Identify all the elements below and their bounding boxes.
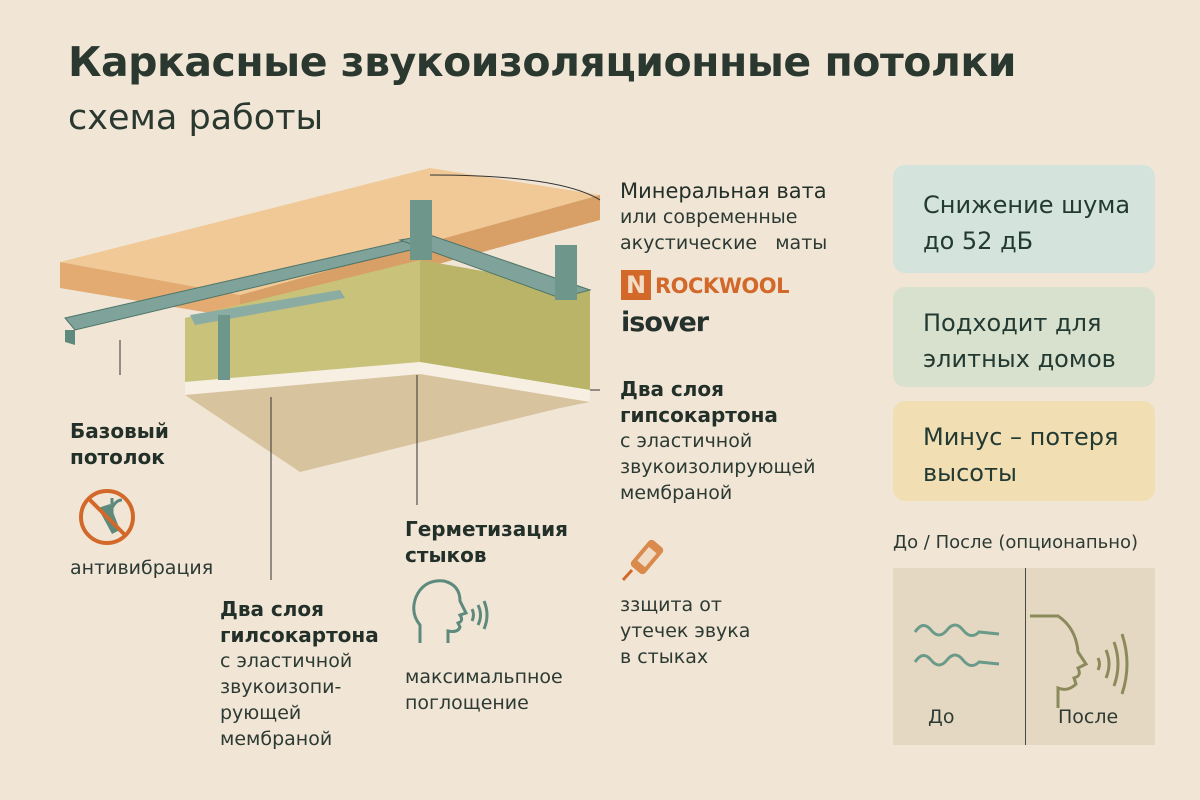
anti-vibration-icon: [79, 489, 135, 545]
card-text: Подходит для: [923, 309, 1102, 337]
caption-line: в стыках: [620, 646, 709, 668]
drywall-text: с эластичной: [220, 650, 353, 672]
drywall-title: гилсокартона: [220, 623, 379, 647]
mineral-wool-callout: Минеральная вата или современные акустич…: [620, 178, 827, 256]
card-text: Снижение шума: [923, 191, 1131, 219]
isover-logo: ISOVER: [621, 307, 709, 338]
before-after-panel: До После: [893, 568, 1155, 745]
sealing-caption: максимальпное поглощение: [405, 664, 563, 716]
before-after-heading: До / После (опционапьно): [893, 532, 1139, 553]
caption-line: максимальпное: [405, 666, 563, 688]
drywall-text: с эластичной: [620, 430, 753, 452]
drywall-title: гипсокартона: [620, 403, 778, 427]
mineral-wool-title: Минеральная вата: [620, 179, 827, 203]
card-text: Минус – потеря: [923, 423, 1119, 451]
drywall-text: мембраной: [220, 728, 333, 750]
caption-line: ззщита от: [620, 594, 722, 616]
hanger: [218, 315, 230, 380]
base-slab-top: [60, 168, 600, 295]
speaking-head-icon: [1030, 614, 1129, 708]
sealing-title: стыков: [405, 543, 487, 567]
drywall-title: Два слоя: [620, 377, 725, 401]
hanger: [555, 245, 577, 300]
divider: [1025, 568, 1026, 745]
drywall-front: [185, 362, 590, 402]
mineral-wool-text: акустические маты: [620, 232, 828, 254]
sealant-tube-icon: [621, 539, 664, 582]
after-label: После: [1058, 706, 1119, 728]
hanger: [410, 200, 432, 260]
drywall-text: мембраной: [620, 482, 733, 504]
caption-line: поглощение: [405, 692, 529, 714]
base-ceiling-callout: Базовый потолок: [70, 418, 169, 470]
sealing-callout: Герметизация стыков: [405, 516, 568, 568]
drywall-text: рующей: [220, 702, 302, 724]
card-noise-reduction: Снижение шума до 52 дБ: [893, 165, 1155, 273]
caption-line: утечек эвука: [620, 620, 751, 642]
rockwool-mark: N: [621, 270, 651, 300]
base-ceiling-title: Базовый: [70, 419, 169, 443]
base-ceiling-title: потолок: [70, 445, 165, 469]
sound-waves-icon: [913, 623, 1000, 667]
metal-profile: [65, 330, 75, 345]
before-label: До: [928, 706, 955, 728]
drywall-callout-left: Два слоя гилсокартона с эластичной звуко…: [220, 596, 379, 752]
drywall-text: звукоизолирующей: [620, 456, 816, 478]
drywall-title: Два слоя: [220, 597, 325, 621]
card-height-loss: Минус – потеря высоты: [893, 401, 1155, 501]
page-title: Каркасные звукоизоляционные потолки: [68, 38, 1016, 86]
mineral-wool-text: или современные: [620, 206, 798, 228]
card-text: высоты: [923, 459, 1017, 487]
ceiling-diagram: [60, 168, 601, 580]
page-subtitle: схема работы: [68, 98, 324, 138]
card-text: элитных домов: [923, 345, 1116, 373]
card-elite-homes: Подходит для элитных домов: [893, 287, 1155, 387]
drywall-callout-right: Два слоя гипсокартона с эластичной звуко…: [620, 376, 815, 506]
speaking-head-icon: [412, 579, 489, 643]
sealant-caption: ззщита от утечек эвука в стыках: [620, 592, 750, 670]
drywall-underside: [185, 374, 590, 472]
rockwool-wordmark: ROCKWOOL: [655, 274, 789, 298]
card-text: до 52 дБ: [923, 227, 1034, 255]
sealing-title: Герметизация: [405, 517, 568, 541]
drywall-text: звукоизопи-: [220, 676, 342, 698]
anti-vibration-caption: антивибрация: [70, 557, 214, 579]
base-slab-front: [60, 262, 240, 318]
